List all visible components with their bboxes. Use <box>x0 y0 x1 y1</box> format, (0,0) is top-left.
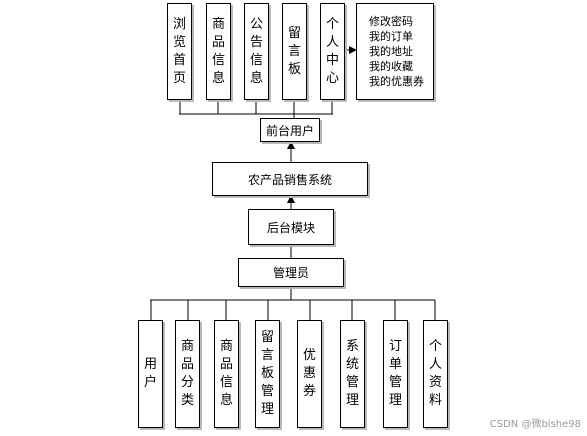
personal-center-item: 我的地址 <box>369 45 413 58</box>
module-label: 公告信息 <box>249 16 263 86</box>
bottom-module-system-management: 系统管理 <box>340 320 365 428</box>
personal-center-item: 修改密码 <box>369 15 413 28</box>
top-module-announcements: 公告信息 <box>244 3 269 100</box>
system-label: 农产品销售系统 <box>247 172 332 187</box>
module-label: 商品信息 <box>211 16 225 86</box>
top-module-browse-home: 浏览首页 <box>167 3 192 100</box>
module-label: 商品分类 <box>180 339 194 408</box>
front-user-label: 前台用户 <box>265 123 314 138</box>
watermark: CSDN @微bishe98 <box>489 419 581 430</box>
bottom-module-coupons: 优惠券 <box>297 320 322 428</box>
module-label: 留言板 <box>287 25 301 77</box>
module-label: 个人资料 <box>428 339 442 408</box>
front-user-box: 前台用户 <box>260 118 320 142</box>
top-module-product-info: 商品信息 <box>206 3 231 100</box>
admin-label: 管理员 <box>272 266 309 280</box>
module-label: 浏览首页 <box>172 16 186 86</box>
bottom-module-message-board-management: 留言板管理 <box>255 320 280 428</box>
bottom-module-product-category: 商品分类 <box>175 320 200 428</box>
module-label: 订单管理 <box>388 339 402 408</box>
backend-module-label: 后台模块 <box>266 220 315 235</box>
admin-box: 管理员 <box>238 258 344 287</box>
module-label: 留言板管理 <box>260 330 274 417</box>
bottom-module-users: 用户 <box>138 320 163 428</box>
personal-center-item: 我的优惠券 <box>369 75 424 88</box>
personal-center-item: 我的收藏 <box>369 60 413 73</box>
bottom-module-order-management: 订单管理 <box>383 320 408 428</box>
top-module-personal-center: 个人中心 <box>320 3 345 100</box>
personal-center-items-box: 修改密码 我的订单 我的地址 我的收藏 我的优惠券 <box>356 3 434 100</box>
system-box: 农产品销售系统 <box>212 162 368 196</box>
personal-center-item: 我的订单 <box>369 30 413 43</box>
module-label: 用户 <box>143 357 157 390</box>
bottom-module-product-info: 商品信息 <box>214 320 239 428</box>
bottom-module-personal-profile: 个人资料 <box>423 320 448 428</box>
module-label: 优惠券 <box>302 348 316 399</box>
module-label: 系统管理 <box>345 339 359 408</box>
module-label: 个人中心 <box>325 16 339 86</box>
top-module-message-board: 留言板 <box>282 3 307 100</box>
module-label: 商品信息 <box>219 339 233 408</box>
backend-module-box: 后台模块 <box>248 209 334 245</box>
